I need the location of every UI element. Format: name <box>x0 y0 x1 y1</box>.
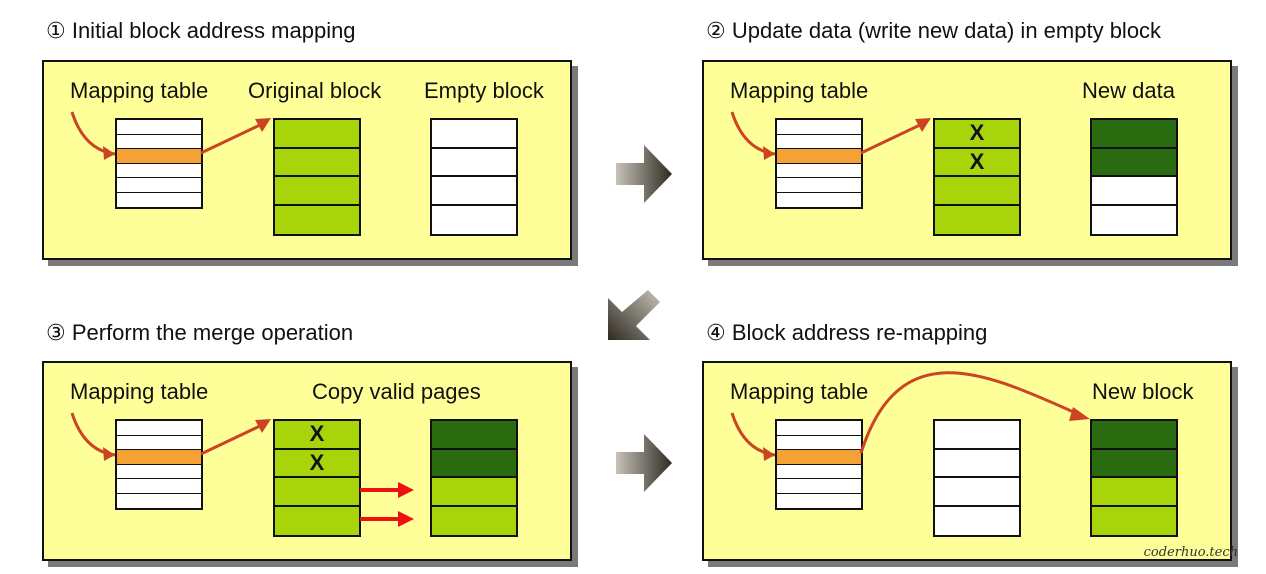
step-2-label-new-data: New data <box>1082 78 1175 103</box>
page <box>432 478 516 507</box>
step-1-label-mapping-table: Mapping table <box>70 78 209 103</box>
step-1-title: ① Initial block address mapping <box>46 18 356 43</box>
step-1-label-original-block: Original block <box>248 78 382 103</box>
page <box>432 205 516 234</box>
page <box>432 177 516 206</box>
transition-arrow-down-left-icon <box>608 290 660 340</box>
step-3-original-block: X X <box>273 419 361 537</box>
page <box>1092 421 1176 450</box>
page <box>935 205 1019 234</box>
mapping-row <box>117 493 201 508</box>
mapping-row <box>777 163 861 178</box>
page <box>275 177 359 206</box>
mapping-row <box>777 421 861 436</box>
step-3-new-block <box>430 419 518 537</box>
step-1-label-empty-block: Empty block <box>424 78 544 103</box>
page-invalidated: X <box>935 120 1019 149</box>
page <box>432 506 516 535</box>
step-2-mapping-table <box>775 118 863 209</box>
step-2-label-mapping-table: Mapping table <box>730 78 869 103</box>
page-invalidated: X <box>935 148 1019 177</box>
mapping-row <box>777 120 861 135</box>
mapping-row <box>777 192 861 207</box>
page <box>432 421 516 450</box>
step-4-panel: Mapping table New block <box>702 361 1232 561</box>
page <box>275 506 359 535</box>
page <box>935 421 1019 450</box>
mapping-row <box>117 435 201 450</box>
mapping-row-active <box>117 149 201 164</box>
page <box>935 506 1019 535</box>
step-4-mapping-table <box>775 419 863 510</box>
mapping-row <box>117 464 201 479</box>
transition-arrow-right-icon <box>616 434 672 492</box>
step-2-new-data-block <box>1090 118 1178 236</box>
page-invalidated: X <box>275 449 359 478</box>
step-3-title: ③ Perform the merge operation <box>46 320 354 345</box>
page <box>275 205 359 234</box>
step-3-label-copy-valid-pages: Copy valid pages <box>312 379 481 404</box>
mapping-row <box>117 120 201 135</box>
mapping-row <box>117 421 201 436</box>
step-2-original-block: X X <box>933 118 1021 236</box>
page <box>432 449 516 478</box>
page-invalidated: X <box>275 421 359 450</box>
step-4-label-new-block: New block <box>1092 379 1194 404</box>
mapping-row <box>117 479 201 494</box>
mapping-row <box>777 479 861 494</box>
mapping-row <box>117 178 201 193</box>
page <box>1092 478 1176 507</box>
step-1-panel: Mapping table Original block Empty block <box>42 60 572 260</box>
step-2-panel: Mapping table New data X X <box>702 60 1232 260</box>
step-1-empty-block <box>430 118 518 236</box>
step-3-label-mapping-table: Mapping table <box>70 379 209 404</box>
page <box>275 478 359 507</box>
mapping-row <box>777 493 861 508</box>
step-4-erased-block <box>933 419 1021 537</box>
transition-arrow-right-icon <box>616 145 672 203</box>
page <box>1092 148 1176 177</box>
mapping-row-active <box>777 450 861 465</box>
mapping-row <box>117 192 201 207</box>
page <box>935 478 1019 507</box>
step-1-original-block <box>273 118 361 236</box>
page <box>275 148 359 177</box>
step-3-mapping-table <box>115 419 203 510</box>
mapping-row <box>117 134 201 149</box>
mapping-row <box>777 134 861 149</box>
mapping-row <box>777 435 861 450</box>
page <box>1092 506 1176 535</box>
step-1-mapping-table <box>115 118 203 209</box>
page <box>1092 177 1176 206</box>
step-4-title: ④ Block address re-mapping <box>706 320 988 345</box>
watermark: coderhuo.tech <box>1143 545 1238 560</box>
page <box>1092 205 1176 234</box>
step-4-label-mapping-table: Mapping table <box>730 379 869 404</box>
mapping-row-active <box>777 149 861 164</box>
step-2-title: ② Update data (write new data) in empty … <box>706 18 1162 43</box>
page <box>432 148 516 177</box>
step-3-panel: Mapping table Copy valid pages X X <box>42 361 572 561</box>
mapping-row <box>777 178 861 193</box>
page <box>1092 120 1176 149</box>
mapping-row <box>777 464 861 479</box>
page <box>432 120 516 149</box>
page <box>935 449 1019 478</box>
mapping-row-active <box>117 450 201 465</box>
mapping-row <box>117 163 201 178</box>
page <box>1092 449 1176 478</box>
page <box>935 177 1019 206</box>
step-4-new-block <box>1090 419 1178 537</box>
page <box>275 120 359 149</box>
